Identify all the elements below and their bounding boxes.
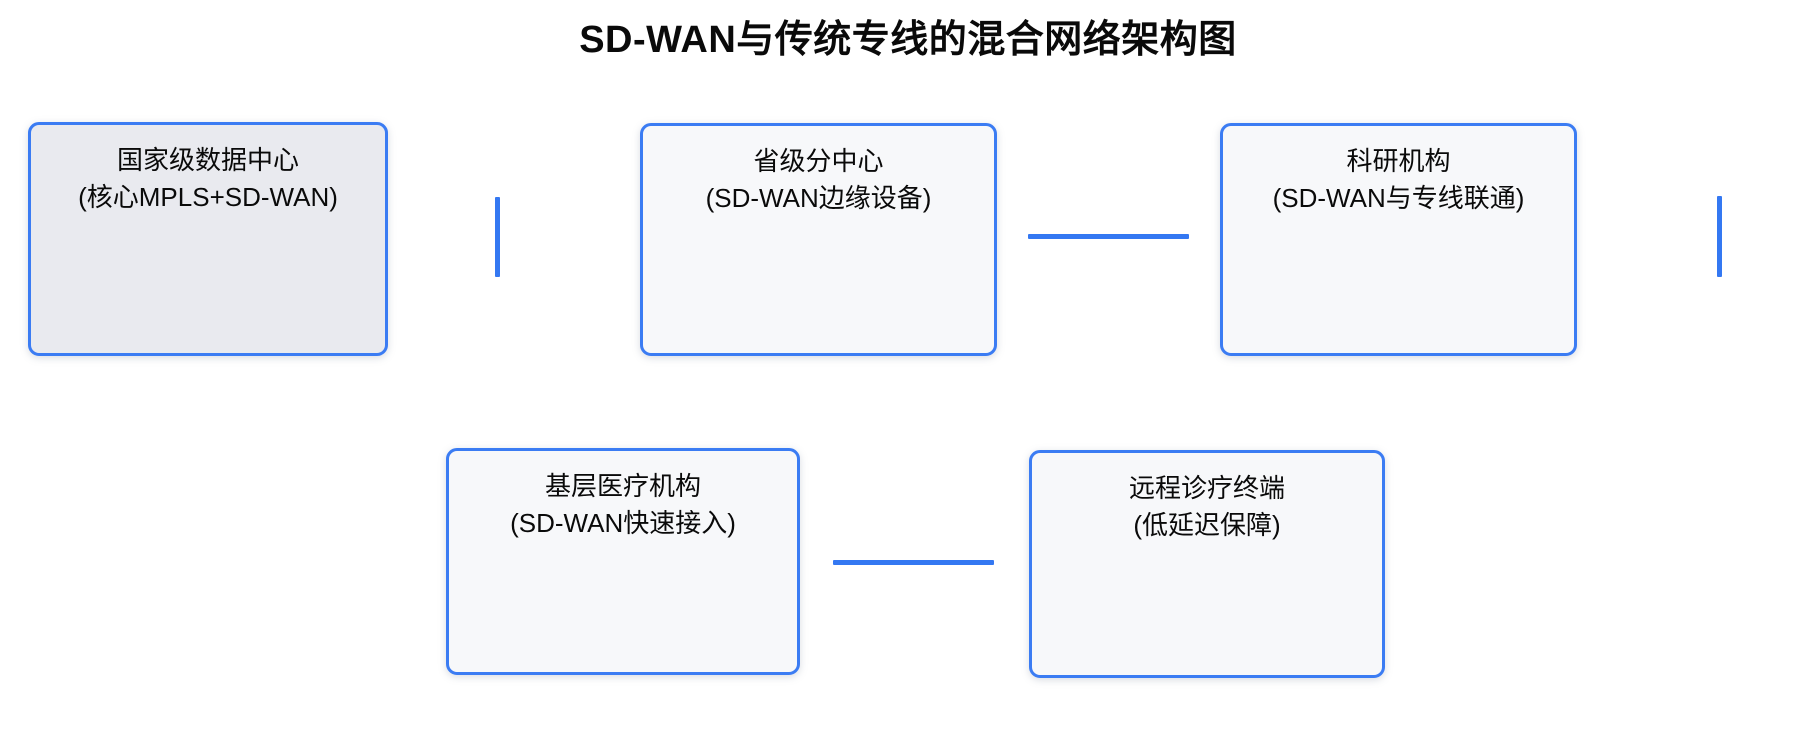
node-provincial-branch-center: 省级分中心 (SD-WAN边缘设备) [640,123,997,356]
node-label: 国家级数据中心 [116,145,299,175]
node-label: 基层医疗机构 [544,471,701,501]
connector-research-right [1717,196,1722,277]
node-sublabel: (SD-WAN与专线联通) [1272,183,1525,213]
connector-medical-terminal [833,560,994,565]
connector-provincial-research [1028,234,1189,239]
connector-national-provincial [495,197,500,277]
diagram-title: SD-WAN与传统专线的混合网络架构图 [579,19,1237,61]
node-sublabel: (SD-WAN边缘设备) [705,183,932,213]
node-sublabel: (SD-WAN快速接入) [510,508,736,538]
node-research-institution: 科研机构 (SD-WAN与专线联通) [1220,123,1577,356]
node-national-data-center: 国家级数据中心 (核心MPLS+SD-WAN) [28,122,388,356]
node-sublabel: (低延迟保障) [1133,510,1281,540]
node-primary-medical-institution: 基层医疗机构 (SD-WAN快速接入) [446,448,800,675]
node-remote-diagnosis-terminal: 远程诊疗终端 (低延迟保障) [1029,450,1385,678]
node-label: 省级分中心 [753,146,884,176]
node-sublabel: (核心MPLS+SD-WAN) [78,182,338,212]
node-label: 科研机构 [1346,146,1451,176]
node-label: 远程诊疗终端 [1128,473,1285,503]
